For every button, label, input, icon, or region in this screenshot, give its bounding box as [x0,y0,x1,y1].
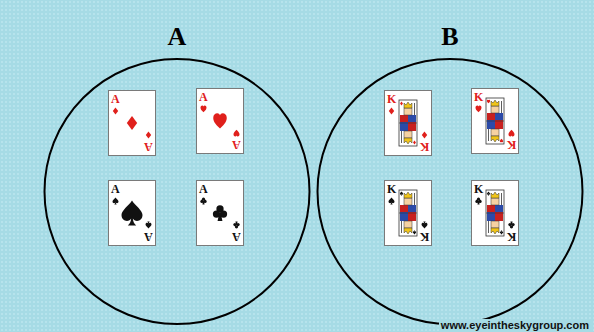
card-index: K [387,93,396,105]
suit-symbol [400,192,403,196]
corner-pips [234,130,240,137]
king-portrait [399,190,417,236]
playing-card: AA [196,88,244,154]
suit-symbol [213,113,227,128]
card-index: A [232,139,241,151]
suit-symbol [146,221,152,228]
suit-symbol [389,197,395,204]
card-index: A [144,231,153,243]
suit-symbol [201,106,207,113]
suit-symbol [422,221,428,228]
card-index: K [474,183,483,195]
playing-card: KK [471,180,519,246]
circle-outline [311,22,589,325]
card-index: K [474,91,483,103]
card-group-circle: AAAAAAAAA [38,22,316,325]
card-index: A [199,91,208,103]
circle-outline [38,22,316,325]
king-portrait [486,190,504,236]
suit-symbol [476,106,482,113]
watermark: www.eyeintheskygroup.com [439,319,591,331]
suit-symbol [475,198,481,205]
suit-symbol [509,130,515,137]
suit-symbol [200,198,206,205]
corner-pips [146,221,152,228]
suit-symbol [213,205,227,221]
suit-symbol [127,116,137,130]
corner-pips [200,198,206,205]
corner-pips [201,106,207,113]
corner-pips [508,221,514,228]
suit-symbol [413,141,416,145]
group-heading: B [311,22,589,52]
playing-card: KK [384,180,432,246]
card-index: K [387,183,396,195]
suit-symbol [113,107,118,114]
suit-symbol [487,100,490,104]
card-index: K [420,141,429,153]
card-index: A [199,183,208,195]
suit-symbol [122,200,143,225]
card-index: A [111,183,120,195]
suit-symbol [146,131,151,138]
card-index: K [507,139,516,151]
card-index: A [144,141,153,153]
corner-pips [475,198,481,205]
playing-card: KK [471,88,519,154]
corner-pips [233,221,239,228]
suit-symbol [389,107,394,114]
suit-symbol [234,130,240,137]
king-portrait [486,98,504,144]
playing-card: AA [196,180,244,246]
suit-symbol [500,139,503,143]
card-index: A [232,231,241,243]
group-circle [45,59,310,324]
suit-symbol [508,221,514,228]
playing-card: KK [384,90,432,156]
card-index: K [507,231,516,243]
corner-pips [113,197,119,204]
group-heading: A [38,22,316,52]
suit-symbol [400,102,403,106]
group-circle [318,59,583,324]
suit-symbol [500,231,503,235]
card-group-circle: BKKKKKKKK [311,22,589,325]
playing-card: AA [108,90,156,156]
corner-pips [476,106,482,113]
suit-symbol [487,192,490,196]
card-index: K [420,231,429,243]
playing-card: AA [108,180,156,246]
corner-pips [389,197,395,204]
suit-symbol [413,231,416,235]
corner-pips [422,131,427,138]
corner-pips [113,107,118,114]
suit-symbol [422,131,427,138]
suit-symbol [233,221,239,228]
card-index: A [111,93,120,105]
corner-pips [422,221,428,228]
corner-pips [389,107,394,114]
king-portrait [399,100,417,146]
suit-symbol [113,197,119,204]
corner-pips [146,131,151,138]
corner-pips [509,130,515,137]
